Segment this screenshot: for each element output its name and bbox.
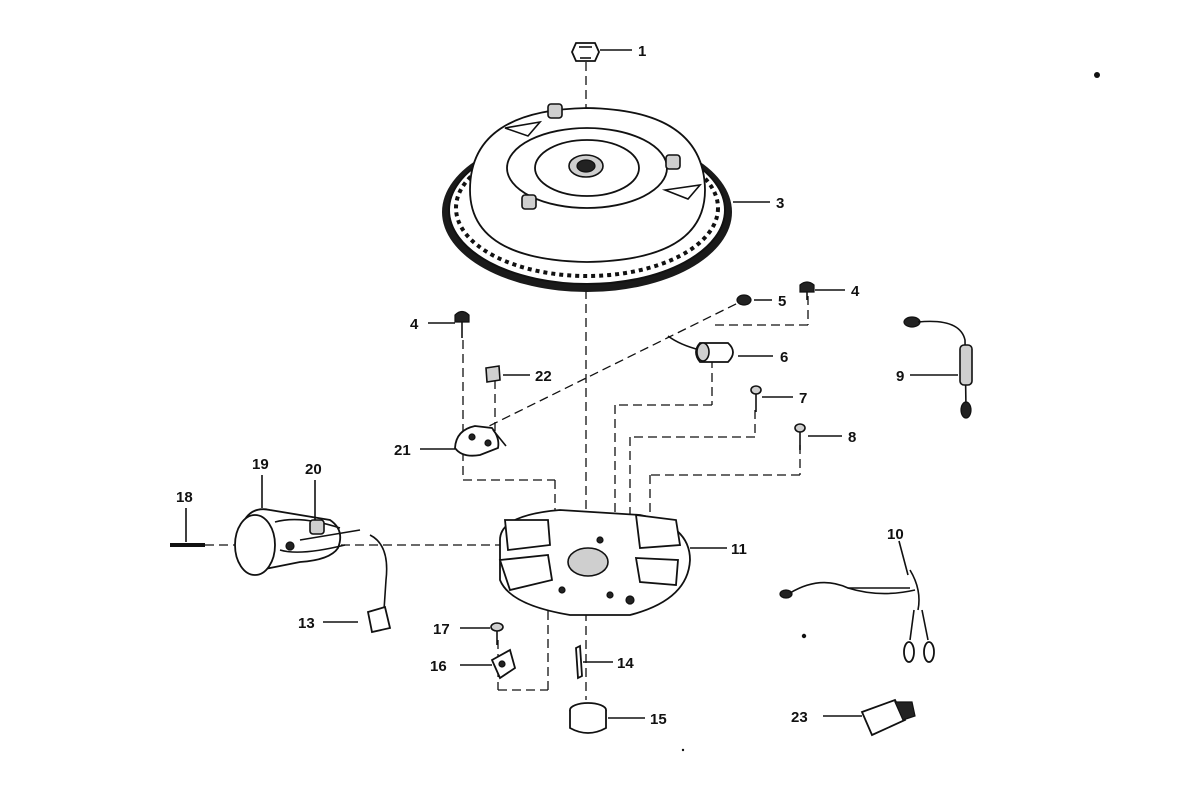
callout-5: 5 [778, 293, 786, 310]
callout-14: 14 [617, 655, 634, 672]
callout-11: 11 [731, 541, 747, 558]
screw-right-part [799, 281, 815, 300]
leader-lines [185, 49, 958, 719]
flywheel-part [442, 103, 732, 292]
clamp-part [490, 648, 517, 680]
assembly-lines [205, 62, 809, 700]
wire-9-part [903, 316, 973, 419]
callout-18: 18 [176, 489, 193, 506]
callout-9: 9 [896, 368, 904, 385]
key-part [575, 644, 583, 680]
switch-part [860, 698, 916, 737]
callout-8: 8 [848, 429, 856, 446]
callout-1: 1 [638, 43, 646, 60]
callout-10: 10 [887, 526, 904, 543]
callout-16: 16 [430, 658, 447, 675]
nut-part [571, 42, 600, 62]
callout-4-right: 4 [851, 283, 860, 300]
clip-part [485, 365, 501, 383]
callout-22: 22 [535, 368, 552, 385]
wire-harness-part [779, 569, 935, 663]
callout-13: 13 [298, 615, 315, 632]
speck [1094, 72, 1100, 78]
condenser-part [667, 335, 734, 363]
stator-plate-part [498, 509, 691, 616]
breaker-points-part [454, 425, 507, 457]
screw-left-part [454, 310, 470, 338]
screw-5-part [736, 294, 752, 306]
ignition-coil-part [234, 508, 361, 576]
callout-21: 21 [394, 442, 411, 459]
callout-19: 19 [252, 456, 269, 473]
screw-7-part [750, 385, 762, 412]
callout-17: 17 [433, 621, 450, 638]
callout-3: 3 [776, 195, 784, 212]
speck [801, 633, 807, 639]
callout-4-left: 4 [410, 316, 419, 333]
callout-7: 7 [799, 390, 807, 407]
callout-6: 6 [780, 349, 788, 366]
callout-20: 20 [305, 461, 322, 478]
callout-23: 23 [791, 709, 808, 726]
screw-17-part [490, 622, 504, 645]
screw-8-part [794, 423, 806, 450]
callout-labels: 1 3 4 4 5 6 7 8 9 10 11 13 14 15 16 17 1… [176, 43, 904, 728]
callout-15: 15 [650, 711, 667, 728]
ht-lead-part [366, 534, 392, 634]
speck [681, 748, 685, 752]
bushing-part [569, 702, 607, 734]
